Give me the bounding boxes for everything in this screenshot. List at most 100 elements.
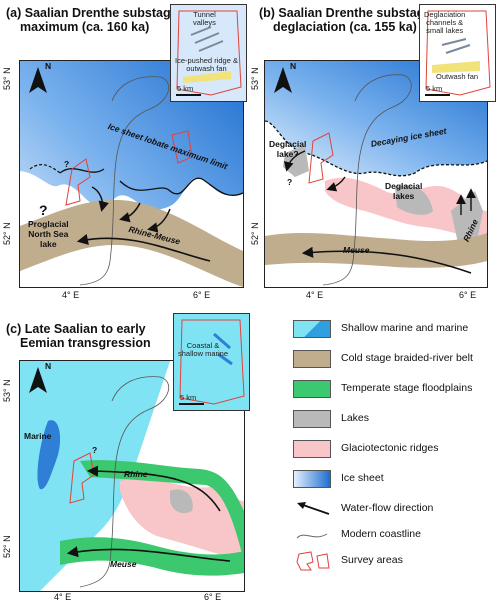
panel-a-title-line1: (a) Saalian Drenthe substage	[6, 6, 178, 20]
meuse-label-b: Meuse	[343, 245, 370, 255]
lake-label-line2: North Sea	[28, 229, 69, 239]
inset-a-l2a: Ice-pushed ridge &	[175, 56, 238, 65]
panel-c-inset-svg	[174, 314, 249, 410]
modern-coastline	[79, 76, 170, 286]
panel-b-inset-svg	[420, 5, 495, 101]
legend-label-ridges: Glaciotectonic ridges	[341, 442, 439, 454]
meuse-label-c: Meuse	[110, 559, 137, 569]
proglacial-lake-label: Proglacial North Sea lake	[28, 219, 69, 249]
ice-limit-dashed	[29, 164, 61, 174]
panel-a-map-svg	[20, 61, 243, 287]
floodplain-meuse	[60, 537, 244, 576]
panel-b-title-line1: (b) Saalian Drenthe substage	[259, 6, 432, 20]
panel-a-title-line2: maximum (ca. 160 ka)	[20, 20, 150, 34]
glaciotectonic-ridges-c	[120, 478, 244, 561]
flow-arrow-4	[76, 233, 211, 262]
panel-c-title-line1: (c) Late Saalian to early	[6, 322, 146, 336]
inset-b-l1c: small lakes	[426, 26, 464, 35]
legend-swatch-ice	[293, 470, 331, 488]
flow-arrow-b2	[326, 176, 346, 192]
inset-b-scale: 5 km	[426, 84, 443, 93]
panel-b-lat2: 52° N	[250, 222, 260, 245]
panel-a-inset: Tunnel valleys Ice-pushed ridge & outwas…	[170, 4, 247, 102]
legend-label-ice: Ice sheet	[341, 472, 384, 484]
deglacial-lakes	[395, 185, 433, 215]
legend-swatch-floodplains	[293, 380, 331, 398]
survey-area-1	[65, 158, 91, 206]
panel-c-lon2: 6° E	[204, 592, 222, 602]
marine-deep	[37, 420, 61, 490]
deglacial-lake-label: Deglacial lake?	[269, 139, 306, 159]
inset-a-scale: 5 km	[177, 84, 194, 93]
lake-question-large: ?	[39, 202, 48, 218]
flow-arrow-legend-icon	[297, 502, 330, 515]
flow-arrow-2	[119, 202, 141, 223]
panel-a-inset-svg	[171, 5, 246, 101]
flow-arrow-rhine	[86, 465, 221, 512]
panel-b-lat1: 53° N	[250, 67, 260, 90]
legend-label-survey: Survey areas	[341, 554, 403, 566]
inset-survey-outline	[176, 10, 242, 96]
inset-b-label2: Outwash fan	[436, 72, 479, 81]
marine-label: Marine	[24, 431, 52, 441]
b-lakes-l2: lakes	[393, 191, 415, 201]
panel-a-lat1: 53° N	[2, 67, 12, 90]
north-arrow-icon-b	[274, 67, 292, 93]
inset-a-l1b: valleys	[193, 18, 216, 27]
inset-a-l1a: Tunnel	[193, 10, 216, 19]
survey-area-2	[171, 130, 193, 164]
inset-b-l1b: channels &	[426, 18, 464, 27]
panel-b-inset: Deglaciation channels & small lakes Outw…	[419, 4, 496, 102]
lake-label-line1: Proglacial	[28, 219, 69, 229]
braided-river-belt	[20, 200, 243, 287]
north-label-a: N	[45, 61, 52, 71]
ice-limit-line	[59, 168, 243, 196]
inset-b-survey-outline	[425, 10, 491, 96]
legend-label-flow: Water-flow direction	[341, 502, 434, 514]
inset-c-survey-outline	[179, 319, 245, 405]
flow-arrow-3	[147, 208, 171, 233]
rhine-label-c: Rhine	[124, 469, 148, 479]
lakes-c	[170, 489, 193, 514]
inset-a-label1: Tunnel valleys	[193, 11, 216, 27]
panel-b-map: N Decaying ice sheet Deglacial lake? ? D…	[264, 60, 488, 288]
panel-b-title: (b) Saalian Drenthe substage deglaciatio…	[259, 6, 431, 34]
panel-c-lat1: 53° N	[2, 379, 12, 402]
panel-a-lon1: 4° E	[62, 290, 80, 300]
ice-margin-dashed	[265, 120, 487, 177]
north-label-c: N	[45, 361, 52, 371]
panel-b-lon2: 6° E	[459, 290, 477, 300]
legend-label-coast: Modern coastline	[341, 528, 421, 540]
inset-c-label1: Coastal & shallow marine	[178, 342, 228, 358]
legend-label-floodplains: Temperate stage floodplains	[341, 382, 473, 394]
braided-river-b	[265, 232, 487, 268]
panel-c-inset: Coastal & shallow marine 5 km	[173, 313, 250, 411]
outwash-fan	[183, 71, 231, 83]
panel-c-title-line2: Eemian transgression	[20, 336, 151, 350]
inset-a-label2: Ice-pushed ridge & outwash fan	[175, 57, 238, 73]
deglaciation-channels	[441, 38, 471, 54]
survey-area-c1	[69, 452, 95, 504]
modern-coastline-c	[79, 376, 170, 588]
panel-a-lon2: 6° E	[193, 290, 211, 300]
legend-label-braided: Cold stage braided-river belt	[341, 352, 473, 364]
inset-b-l1a: Deglaciation	[424, 10, 466, 19]
panel-c-title: (c) Late Saalian to early Eemian transgr…	[6, 322, 151, 350]
deglacial-lakes-label: Deglacial lakes	[385, 181, 422, 201]
survey-area-legend-icon	[296, 551, 330, 571]
outwash-fan-b	[432, 61, 480, 73]
survey-area-b1	[308, 132, 334, 184]
north-label-b: N	[290, 61, 297, 71]
panel-c-map-svg	[20, 361, 244, 591]
inset-c-l1b: shallow marine	[178, 349, 229, 358]
inset-c-l1a: Coastal &	[186, 341, 220, 350]
legend-label-lakes: Lakes	[341, 412, 370, 424]
lake-question-mark: ?	[64, 159, 70, 169]
inset-a-l2b: outwash fan	[186, 64, 227, 73]
modern-coastline-b	[322, 74, 412, 286]
b-lake-l1: Deglacial	[269, 139, 307, 149]
north-arrow-icon	[29, 67, 47, 93]
flow-arrow-b3	[301, 246, 472, 274]
panel-c-lat2: 52° N	[2, 535, 12, 558]
legend-swatch-lakes	[293, 410, 331, 428]
